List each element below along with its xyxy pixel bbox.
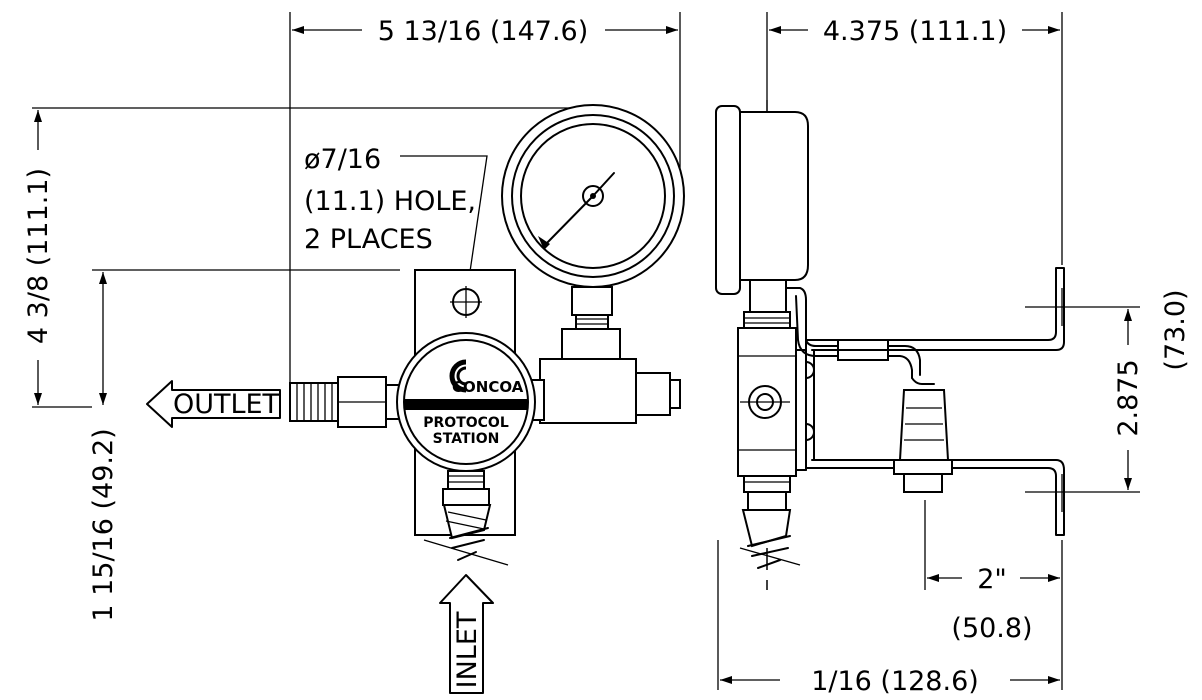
regulator-bonnet [403, 339, 529, 465]
side-view: 4.375 (111.1) 2.875 (73.0) 2" (50.8) 1/1… [715, 12, 1191, 697]
outlet-label: OUTLET [173, 389, 280, 420]
outlet-arrow [146, 380, 281, 428]
hole-note-count: 2 PLACES [304, 224, 433, 255]
bracket-screws [805, 361, 815, 441]
logo-line-1: PROTOCOL [423, 415, 509, 431]
gauge-side-stem [749, 279, 787, 313]
front-view: 5 13/16 (147.6) 4 3/8 (111.1) 1 15/16 (4… [23, 12, 685, 694]
bracket-bottom [805, 459, 1065, 536]
tee-fitting-top [561, 328, 621, 360]
gauge-face [520, 123, 666, 269]
inlet-label: INLET [452, 611, 483, 688]
gauge-side-bezel [715, 105, 741, 295]
gauge-stem [571, 286, 613, 316]
side-inlet-nut [743, 475, 791, 493]
bracket-top [805, 267, 1065, 351]
gauge-needle-tail [592, 172, 615, 197]
dim-overall-width: 5 13/16 (147.6) [378, 16, 589, 47]
hole-note-size: (11.1) HOLE, [304, 186, 476, 217]
dim-side-overall: 1/16 (128.6) [811, 666, 979, 697]
tee-fitting-body [539, 358, 637, 424]
dim-bracket-spacing: 2.875 [1113, 359, 1144, 436]
pressure-switch-nut [893, 459, 953, 475]
inlet-thread [447, 470, 485, 490]
side-break-lines [747, 535, 791, 569]
gauge-hub [582, 185, 604, 207]
logo-brand: CONCOA [452, 378, 524, 396]
inlet-break-lines [449, 527, 489, 561]
dim-bracket-offset: 2" [977, 564, 1007, 595]
gauge-needle [544, 195, 594, 246]
break-line [423, 539, 509, 566]
gauge-needle-tip [538, 236, 550, 250]
hole-note-diameter: ø7/16 [304, 144, 381, 175]
logo-line-2: STATION [433, 431, 500, 447]
inlet-arrow [439, 574, 494, 694]
dim-bracket-spacing-mm: (73.0) [1160, 289, 1191, 370]
inlet-nut [442, 488, 490, 506]
tee-outlet-cap [669, 379, 681, 409]
logo-band [405, 399, 527, 410]
gauge-side-nut [743, 311, 791, 329]
dim-bracket-offset-mm: (50.8) [951, 613, 1032, 644]
dim-outlet-height: 1 15/16 (49.2) [88, 428, 119, 621]
gauge-face-ring [511, 114, 675, 278]
dim-total-height: 4 3/8 (111.1) [23, 168, 54, 344]
gauge-side-case [739, 111, 809, 281]
tee-outlet-nut [635, 372, 671, 416]
concoa-logo-mark [449, 359, 467, 393]
dim-side-depth: 4.375 (111.1) [823, 16, 1007, 47]
gauge-stem-thread [575, 314, 609, 330]
pressure-switch-body [898, 389, 950, 461]
leader-line [400, 155, 488, 293]
